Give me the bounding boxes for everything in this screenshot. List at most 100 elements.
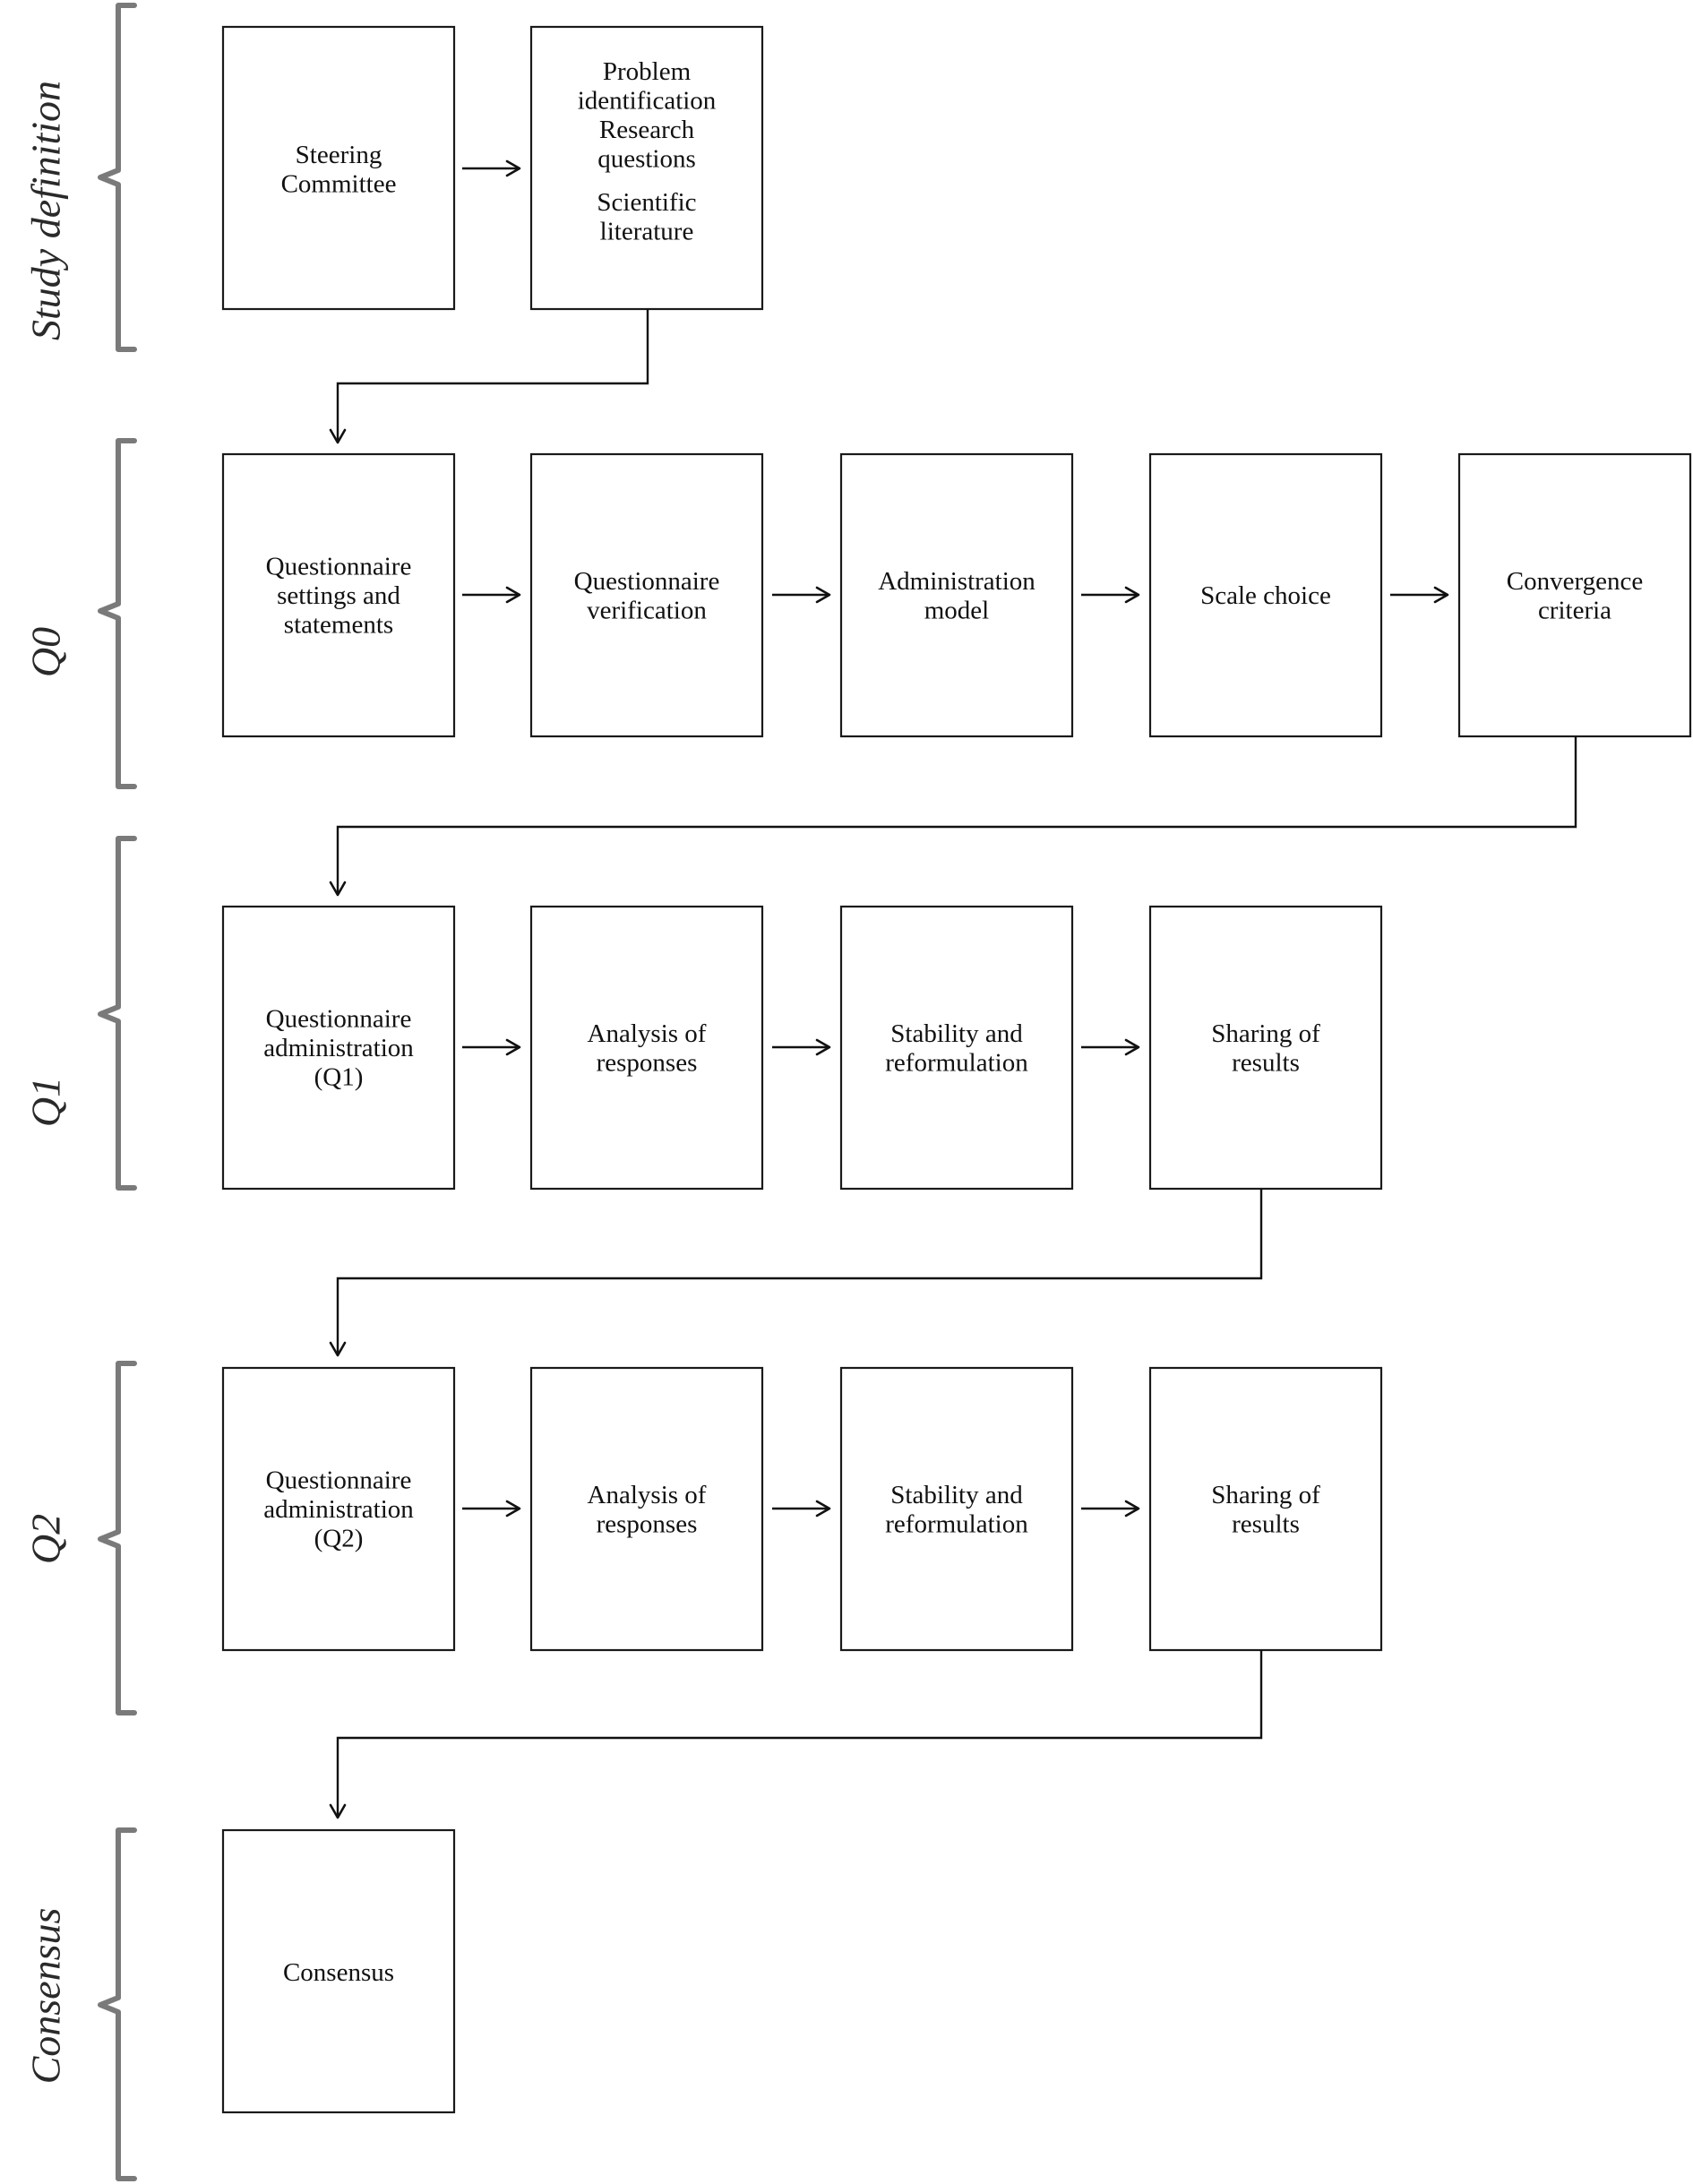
box-label-line: Convergence — [1507, 567, 1643, 596]
box-label-line: Questionnaire — [266, 1005, 412, 1034]
phase-q1: Q1 — [23, 836, 137, 1191]
box-label-line: verification — [587, 596, 707, 624]
box-label-line: criteria — [1538, 596, 1611, 624]
box-label-line: Analysis of — [588, 1481, 707, 1509]
phase-label: Consensus — [23, 1908, 69, 2085]
phase-consensus: Consensus — [23, 1827, 137, 2181]
box-label-line: Scientific — [597, 188, 696, 217]
phase-study-definition: Study definition — [23, 3, 137, 352]
box-label-line: literature — [600, 217, 694, 245]
box-scale-choice: Scale choice — [1148, 452, 1383, 738]
phase-bracket — [98, 1827, 137, 2181]
box-label-line: Stability and — [890, 1481, 1023, 1509]
box-label-line: administration — [263, 1034, 414, 1062]
box-label-line: Questionnaire — [266, 553, 412, 581]
box-label-line: Sharing of — [1211, 1019, 1320, 1048]
connector-q1-to-q2 — [329, 1189, 1263, 1357]
arrow-right — [772, 1500, 831, 1518]
phase-label: Q2 — [23, 1514, 69, 1564]
box-label-line: Analysis of — [588, 1019, 707, 1048]
arrow-right — [1081, 586, 1140, 604]
box-label-line: statements — [284, 611, 393, 640]
arrow-right — [772, 1038, 831, 1056]
phase-label: Q1 — [23, 1077, 69, 1127]
arrow-right — [1081, 1500, 1140, 1518]
box-label-line: Stability and — [890, 1019, 1023, 1048]
box-label-line: Scale choice — [1200, 581, 1331, 610]
box-label-line: Sharing of — [1211, 1481, 1320, 1509]
box-label-line: identification — [578, 86, 717, 115]
box-label-line: model — [924, 596, 990, 624]
box-label-line: responses — [597, 1048, 698, 1077]
box-label-line: responses — [597, 1509, 698, 1538]
phase-bracket — [98, 3, 137, 352]
arrow-right — [462, 1500, 521, 1518]
arrow-right — [1081, 1038, 1140, 1056]
arrow-right — [1390, 586, 1449, 604]
box-label-line: Consensus — [283, 1958, 394, 1987]
box-label-line: Research — [599, 116, 695, 144]
box-label: Consensus — [283, 1958, 394, 1987]
box-label-line: Questionnaire — [266, 1466, 412, 1495]
box-label-line: (Q1) — [314, 1063, 364, 1092]
box-label: Scale choice — [1200, 581, 1331, 610]
box-label-line: Steering — [296, 141, 382, 169]
box-label-line: settings and — [277, 581, 400, 610]
box-consensus: Consensus — [221, 1828, 456, 2114]
box-label-line: Administration — [878, 567, 1036, 596]
phase-bracket — [98, 1361, 137, 1715]
phase-q2: Q2 — [23, 1361, 137, 1715]
box-label-line: Problem — [603, 57, 692, 86]
phase-q0: Q0 — [23, 438, 137, 789]
connector-q2-to-consensus — [329, 1650, 1263, 1819]
box-label-line: (Q2) — [314, 1525, 364, 1553]
box-label-line: Questionnaire — [574, 567, 720, 596]
phase-bracket — [98, 836, 137, 1191]
box-label-line: reformulation — [885, 1509, 1028, 1538]
arrow-right — [462, 159, 521, 177]
box-label-line: results — [1232, 1509, 1300, 1538]
arrow-right — [772, 586, 831, 604]
arrow-right — [462, 1038, 521, 1056]
horizontal-arrows — [462, 159, 1449, 1518]
box-label-line: results — [1232, 1048, 1300, 1077]
row-connectors — [329, 309, 1577, 1819]
arrow-right — [462, 586, 521, 604]
box-label-line: Committee — [281, 169, 397, 198]
phase-label: Study definition — [23, 81, 69, 340]
connector-q0-to-q1 — [329, 736, 1577, 897]
connector-study-to-q0 — [329, 309, 649, 444]
box-label-line: reformulation — [885, 1048, 1028, 1077]
phase-bracket — [98, 438, 137, 789]
box-label-line: questions — [597, 144, 696, 173]
